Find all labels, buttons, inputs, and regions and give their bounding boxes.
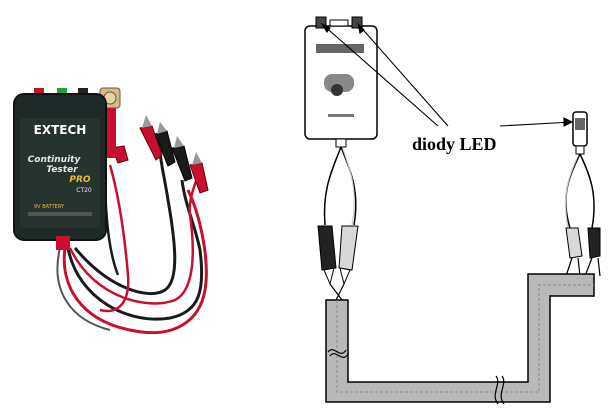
remote-lead-gray: [565, 153, 581, 229]
alligator-clips: [111, 115, 209, 194]
arrow-to-right-led: [357, 23, 449, 127]
logo-line-2: Tester: [46, 165, 78, 175]
red-button: [34, 88, 44, 96]
black-clip-1-jaw: [157, 122, 167, 134]
housing-face: [20, 118, 100, 228]
remote-lead-black: [579, 153, 595, 229]
brand-label: EXTECH: [34, 123, 87, 137]
cable-inner-line: [336, 284, 594, 393]
bottom-boot: [56, 236, 70, 250]
cable: [325, 273, 595, 403]
red-lead-wire-2: [68, 174, 200, 305]
red-lead-wire-3: [99, 164, 130, 313]
arrow-to-left-led: [321, 23, 439, 127]
base-unit-led-right: [351, 16, 363, 29]
base-unit-text-line: [328, 114, 354, 117]
remote-clip-black: [587, 227, 601, 259]
black-lead-wire-1: [66, 179, 204, 321]
black-lead-wire-2: [73, 149, 177, 295]
continuity-tester-photo: EXTECH Continuity Tester PRO CT20 9V BAT…: [13, 87, 209, 335]
base-unit-toggle: [329, 19, 349, 27]
arrowhead-remote: [563, 117, 574, 127]
base-lead-black: [323, 146, 342, 226]
gray-lead-wire: [56, 247, 111, 331]
green-button: [57, 88, 67, 96]
remote-unit-plug: [575, 145, 585, 155]
black-button: [78, 88, 88, 96]
callout-arrows: [320, 22, 574, 127]
remote-unit-led: [575, 118, 585, 130]
base-clip-black: [317, 225, 337, 271]
remote-lead-gray-inner: [565, 155, 579, 229]
base-clip-black-jaw: [323, 267, 335, 286]
base-unit-logo: [324, 74, 354, 92]
black-clip-2-jaw: [174, 136, 184, 148]
warning-strip: [28, 212, 92, 216]
base-clip-wire-1: [329, 283, 343, 301]
connection-diagram: diody LED: [304, 16, 601, 405]
break-mark-vertical: [327, 349, 349, 358]
model-code: CT20: [76, 187, 92, 194]
base-clip-wire-2: [335, 283, 345, 301]
base-unit-logo-dot: [331, 84, 343, 96]
remote-clip-wires: [565, 257, 601, 277]
base-lead-gray: [340, 146, 357, 226]
callout-label: diody LED: [412, 134, 497, 154]
arrowhead-left: [320, 22, 331, 33]
battery-label: 9V BATTERY: [34, 204, 65, 210]
red-clip-2-jaw: [192, 152, 202, 165]
red-clip-1-jaw: [142, 115, 152, 128]
remote-clip-gray: [565, 227, 583, 259]
red-lead-wire: [62, 189, 208, 335]
base-lead-gray-inner: [342, 148, 355, 226]
base-clip-gray: [338, 225, 359, 271]
base-unit-led-left: [315, 16, 327, 29]
arrow-to-remote-led: [499, 121, 573, 127]
base-unit-plug: [335, 138, 347, 148]
black-clip-2: [171, 145, 193, 182]
break-mark-horizontal: [494, 375, 505, 405]
logo-line-1: Continuity: [28, 155, 82, 165]
base-unit-brand-strip: [316, 44, 364, 53]
logo-line-3: PRO: [69, 175, 91, 185]
arrowhead-right: [357, 22, 365, 34]
base-clip-gray-jaw: [339, 267, 351, 286]
